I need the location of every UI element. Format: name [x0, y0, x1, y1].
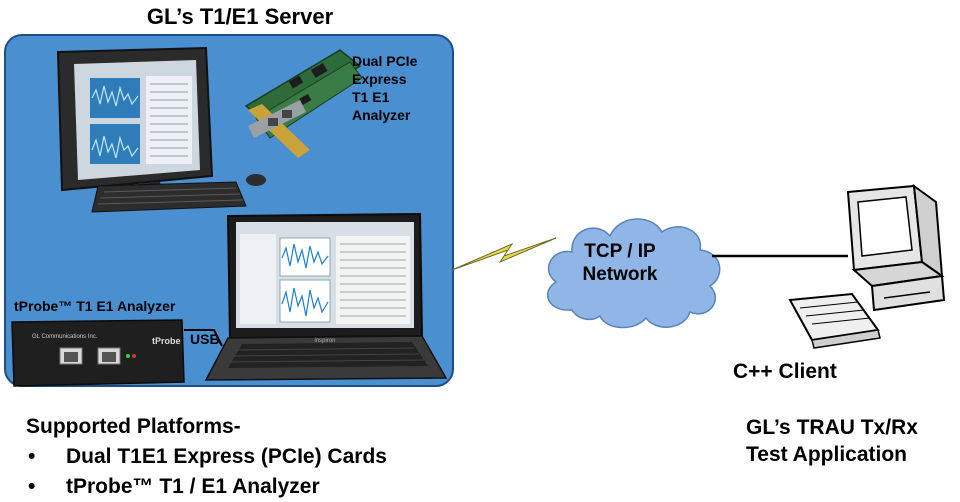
platforms-list: • Dual T1E1 Express (PCIe) Cards • tProb… [26, 442, 387, 502]
list-item: • tProbe™ T1 / E1 Analyzer [26, 472, 387, 502]
platforms-heading: Supported Platforms- [26, 415, 241, 438]
tprobe-label: tProbe™ T1 E1 Analyzer [14, 298, 176, 314]
laptop-brand: inspiron [314, 338, 335, 344]
supported-platforms: Supported Platforms- • Dual T1E1 Express… [26, 412, 387, 502]
tprobe-device-icon: GL Communications Inc. tProbe [11, 319, 185, 387]
keyboard-icon [91, 174, 266, 213]
client-label: C++ Client [733, 360, 837, 383]
usb-label: USB [190, 331, 220, 347]
network-label: TCP / IP Network [582, 241, 658, 285]
lightning-bolt-icon [451, 237, 557, 271]
client-computer-icon [788, 183, 946, 349]
network-cloud-icon [546, 218, 721, 329]
diagram-title: GL’s T1/E1 Server [146, 4, 334, 29]
pcie-card-icon [244, 49, 363, 158]
device-logo: tProbe [152, 336, 181, 346]
bullet: • [28, 475, 36, 498]
test-application-label: GL’s TRAU Tx/Rx Test Application [746, 416, 918, 466]
usb-cable [184, 329, 223, 347]
pcie-card-label: Dual PCIe Express T1 E1 Analyzer [352, 53, 418, 123]
list-item: • Dual T1E1 Express (PCIe) Cards [26, 442, 387, 472]
device-brand: GL Communications Inc. [32, 334, 98, 340]
desktop-monitor-icon [56, 46, 214, 200]
laptop-icon: inspiron [204, 212, 448, 381]
bullet: • [28, 445, 36, 468]
